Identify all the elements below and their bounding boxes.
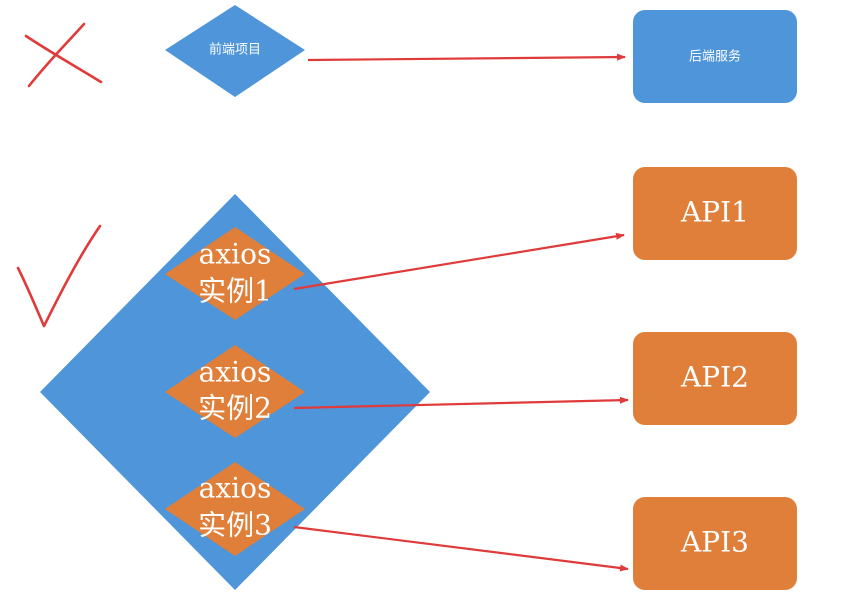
api-2-node: API2	[633, 332, 797, 425]
axios-instance-2: axios 实例2	[165, 345, 305, 438]
instance-3-label: 实例3	[198, 509, 272, 542]
api-1-node: API1	[633, 167, 797, 260]
api-3-label: API3	[680, 526, 749, 559]
backend-service-label: 后端服务	[689, 49, 741, 65]
api-2-label: API2	[680, 361, 749, 394]
frontend-project-node: 前端项目	[165, 5, 305, 97]
check-icon	[16, 224, 102, 328]
instance-1-label: 实例1	[198, 275, 272, 308]
api-1-label: API1	[680, 196, 749, 229]
backend-service-node: 后端服务	[633, 10, 797, 103]
axios-instance-1: axios 实例1	[165, 227, 305, 320]
instance-2-label: 实例2	[198, 392, 272, 425]
axios-instance-3: axios 实例3	[165, 462, 305, 556]
arrow-instance-2-to-api-2	[293, 396, 629, 410]
arrow-instance-3-to-api-3	[293, 525, 629, 572]
cross-icon	[24, 22, 103, 88]
arrow-instance-1-to-api-1	[293, 232, 625, 291]
instance-2-name: axios	[199, 356, 272, 389]
instance-1-name: axios	[199, 238, 272, 271]
api-3-node: API3	[633, 497, 797, 590]
frontend-project-label: 前端项目	[209, 42, 261, 58]
arrow-frontend-to-backend	[307, 53, 626, 62]
instance-3-name: axios	[199, 472, 272, 505]
